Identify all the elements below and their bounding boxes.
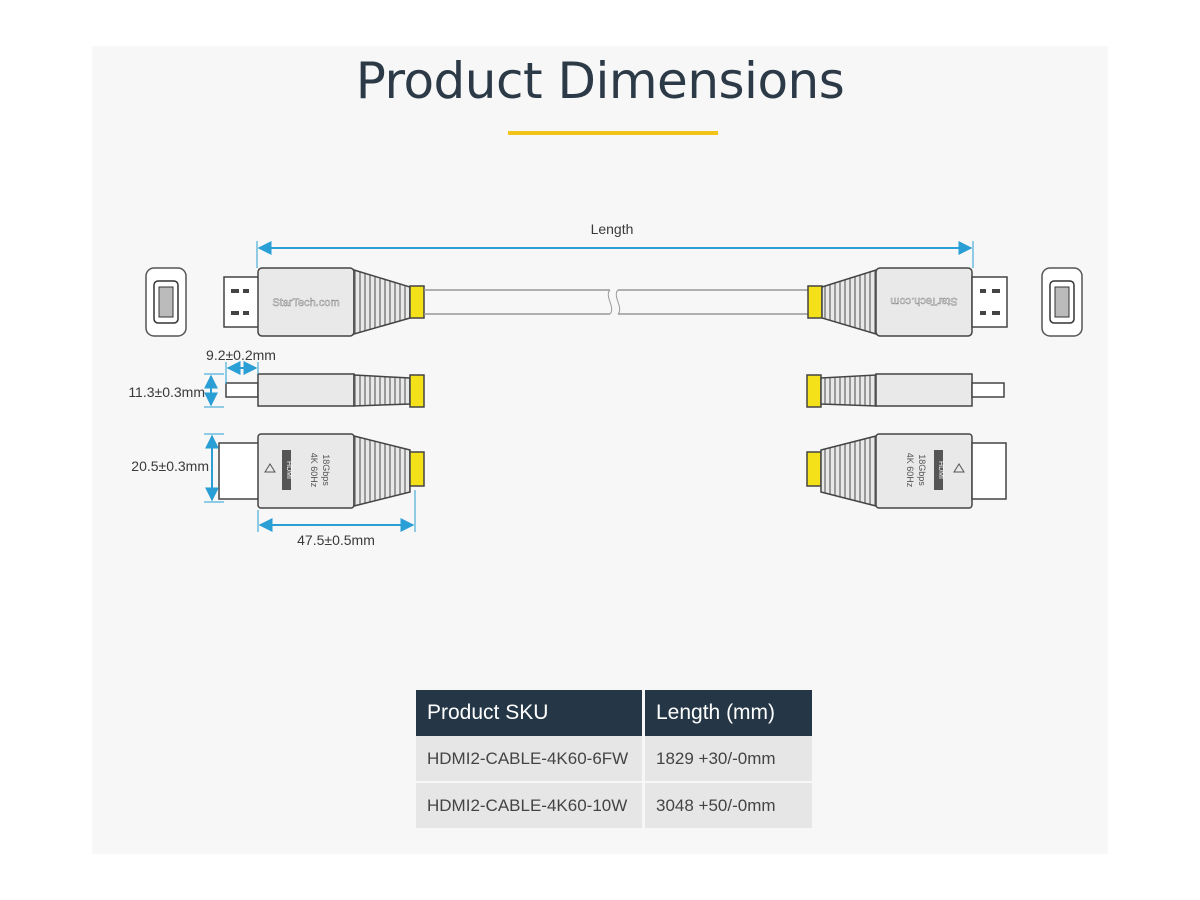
spec-line1-right: 4K 60Hz [905,453,915,488]
title-accent-bar [508,131,718,135]
tip-length-label: 9.2±0.2mm [206,347,276,363]
sku-cell: HDMI2-CABLE-4K60-6FW [416,736,642,783]
table-row: HDMI2-CABLE-4K60-10W 3048 +50/-0mm [416,783,812,828]
length-cell: 3048 +50/-0mm [642,783,812,828]
thickness-dimension: 11.3±0.3mm [128,373,224,408]
cable-side-view [225,373,1005,408]
sku-length-table: Product SKU Length (mm) HDMI2-CABLE-4K60… [416,690,812,828]
brand-label-right: StarTech.com [890,295,957,307]
length-cell: 1829 +30/-0mm [642,736,812,783]
tip-length-dimension: 9.2±0.2mm [206,347,276,384]
width-label: 20.5±0.3mm [131,458,209,474]
brand-label-left: StarTech.com [272,297,339,309]
spec-line1-left: 4K 60Hz [309,453,319,488]
cable-top-view: StarTech.com StarTech.com [145,267,1083,337]
hdmi-port-end-view-icon [145,267,187,337]
column-header-length: Length (mm) [642,690,812,736]
cable-front-view: HDMI 4K 60Hz 18Gbps 4K 60Hz 18Gbps HDMI [218,433,1007,509]
housing-length-label: 47.5±0.5mm [297,532,375,548]
housing-length-dimension: 47.5±0.5mm [257,490,416,548]
sku-cell: HDMI2-CABLE-4K60-10W [416,783,642,828]
table-row: HDMI2-CABLE-4K60-6FW 1829 +30/-0mm [416,736,812,783]
column-header-sku: Product SKU [416,690,642,736]
hdmi-logo-right: HDMI [937,461,944,479]
page-title: Product Dimensions [355,52,845,110]
table-header-row: Product SKU Length (mm) [416,690,812,736]
length-dimension: Length [256,221,974,268]
spec-line2-left: 18Gbps [321,454,331,486]
spec-line2-right: 18Gbps [917,454,927,486]
length-label: Length [591,221,634,237]
width-dimension: 20.5±0.3mm [131,433,224,503]
hdmi-port-end-view-icon [1041,267,1083,337]
thickness-label: 11.3±0.3mm [128,384,205,400]
hdmi-logo-left: HDMI [285,461,292,479]
